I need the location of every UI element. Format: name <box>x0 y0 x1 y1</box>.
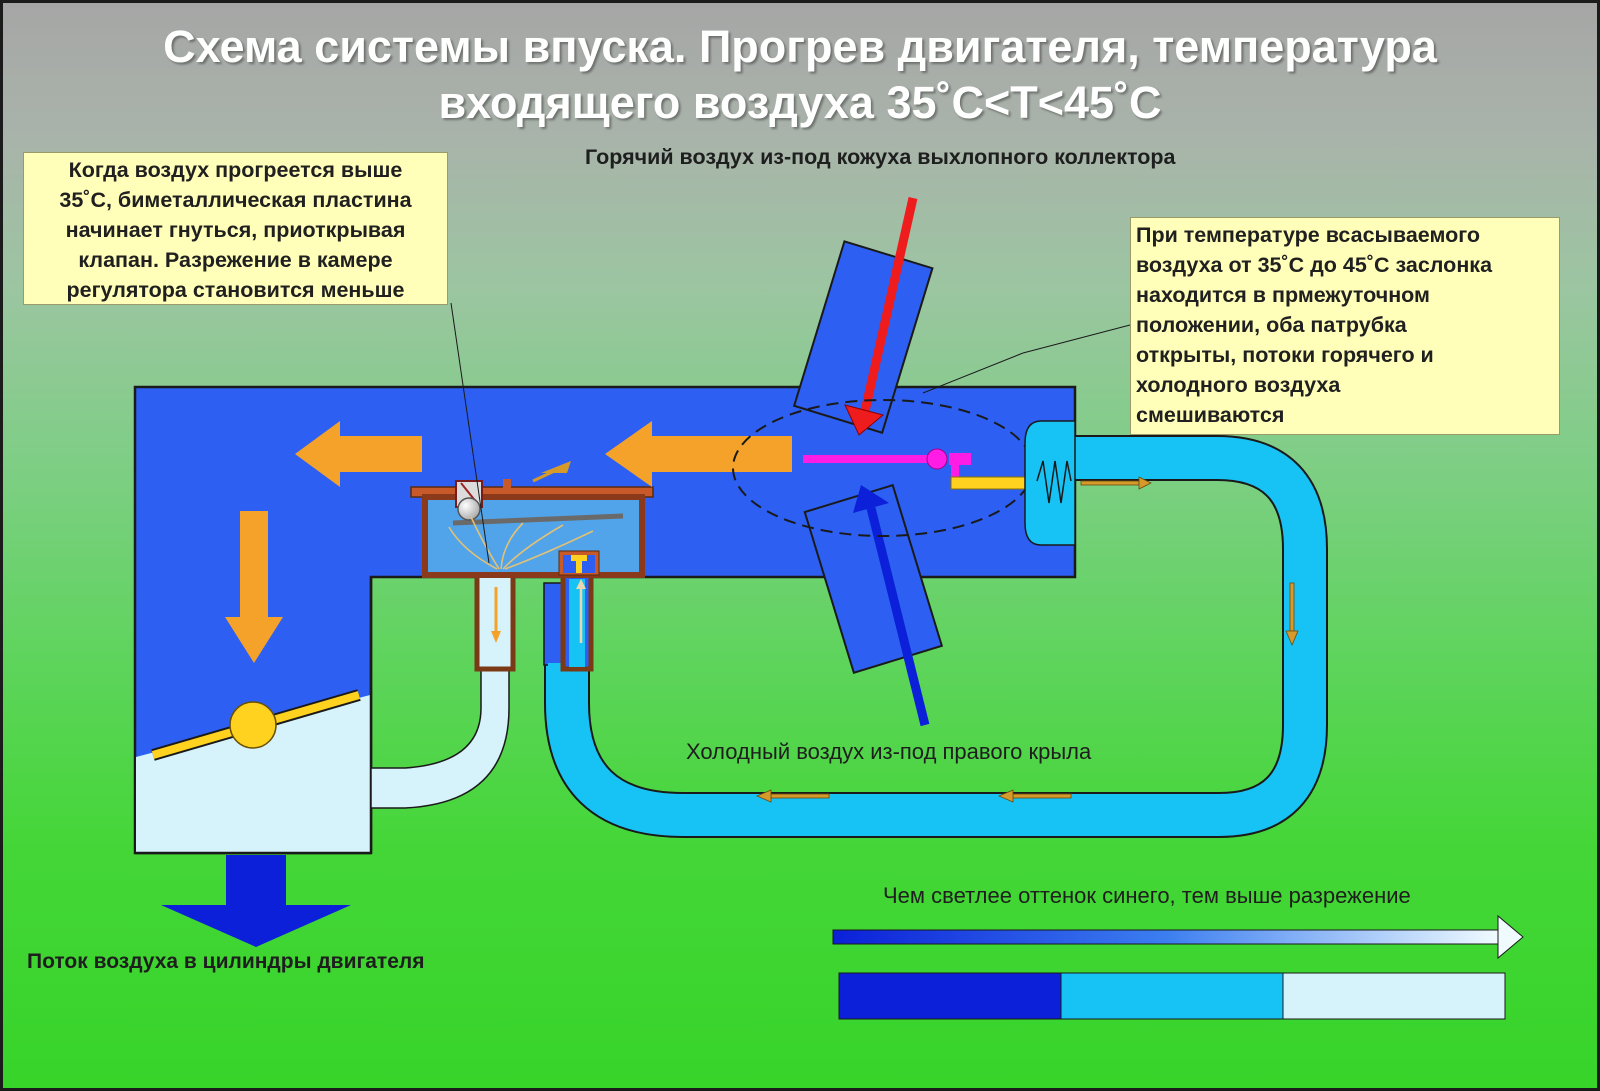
note-left-line: начинает гнуться, приоткрывая <box>65 218 406 242</box>
bimetal-plate <box>452 513 624 526</box>
duct-arrow-right <box>1080 476 1152 490</box>
legend-caption: Чем светлее оттенок синего, тем выше раз… <box>883 883 1411 908</box>
cold-air-inlet <box>803 483 944 674</box>
temperature-regulator <box>410 461 654 578</box>
note-right-pointer <box>1022 324 1131 354</box>
note-bimetal-plate: Когда воздух прогреется выше 35˚С, бимет… <box>23 152 448 305</box>
duct-arrow-down <box>1285 582 1299 647</box>
title-line-2: входящего воздуха 35˚С<T<45˚С <box>438 77 1162 128</box>
note-right-line: воздуха от 35˚С до 45˚С заслонка <box>1136 253 1493 277</box>
note-left-line: Когда воздух прогреется выше <box>68 158 403 182</box>
cold-air-label: Холодный воздух из-под правого крыла <box>686 739 1092 764</box>
diagram-title: Схема системы впуска. Прогрев двигателя,… <box>3 19 1597 131</box>
note-left-line: клапан. Разрежение в камере <box>78 248 393 272</box>
note-right-line: находится в прмежуточном <box>1136 283 1430 307</box>
note-right-line: При температуре всасываемого <box>1136 223 1481 247</box>
note-left-pointer <box>450 302 490 564</box>
note-flap-position: При температуре всасываемого воздуха от … <box>1130 217 1560 435</box>
duct-arrow-left <box>997 789 1072 803</box>
hot-air-inlet <box>792 240 934 434</box>
title-line-1: Схема системы впуска. Прогрев двигателя,… <box>163 21 1437 72</box>
thermostat-capsule <box>1024 420 1076 546</box>
airflow-arrow-left <box>295 421 422 487</box>
valve-ball <box>457 497 481 521</box>
engine-flow-arrow <box>161 855 351 947</box>
vacuum-pipe-light <box>370 667 510 809</box>
throttle-chamber-light <box>136 695 370 852</box>
note-left-line: 35˚С, биметаллическая пластина <box>59 188 412 212</box>
note-left-line: регулятора становится меньше <box>66 278 405 302</box>
air-mixing-flap <box>803 448 1026 490</box>
duct-arrow-left <box>755 789 830 803</box>
legend-swatch-light <box>1282 972 1506 1020</box>
legend-swatch-dark <box>838 972 1062 1020</box>
cold-air-arrow <box>853 485 930 727</box>
throttle-plate <box>151 689 361 761</box>
note-right-line: открыты, потоки горячего и <box>1136 343 1434 367</box>
note-right-line: холодного воздуха <box>1136 373 1341 397</box>
intake-system-diagram <box>133 197 1524 1020</box>
vacuum-gradient-arrow <box>832 914 1524 960</box>
engine-flow-label: Поток воздуха в цилиндры двигателя <box>27 950 425 973</box>
airflow-arrow-down <box>225 511 283 663</box>
hot-air-label: Горячий воздух из-под кожуха выхлопного … <box>585 145 1176 169</box>
note-right-line: положении, оба патрубка <box>1136 313 1407 337</box>
hot-air-arrow <box>844 197 918 436</box>
note-right-line: смешиваются <box>1136 403 1285 427</box>
vacuum-legend-bar <box>838 972 1506 1020</box>
airflow-arrow-left <box>605 421 792 487</box>
legend-swatch-medium <box>1060 972 1284 1020</box>
